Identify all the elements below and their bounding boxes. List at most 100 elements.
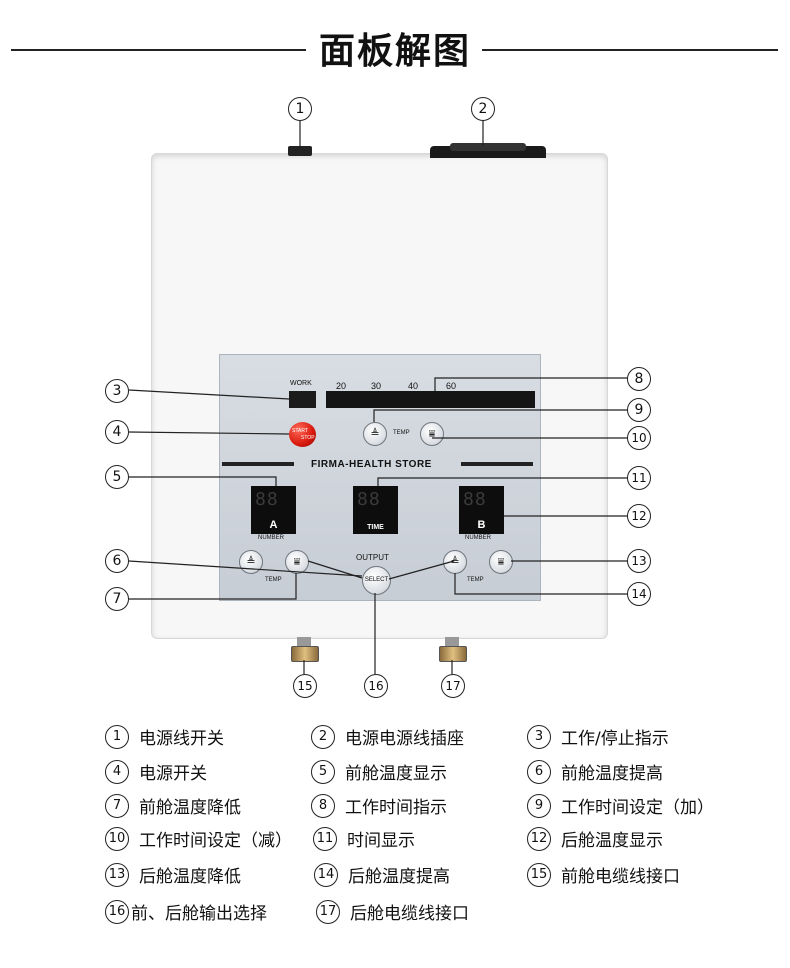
- divider-right: [461, 462, 533, 466]
- time-up-button: ≜: [363, 422, 387, 446]
- legend-item-5: 5 前舱温度显示: [311, 759, 447, 784]
- legend-text: 电源电源线插座: [345, 729, 464, 749]
- temp-label-top: TEMP: [393, 430, 410, 436]
- callout-7: 7: [105, 587, 129, 611]
- front-cable-connector: [291, 646, 319, 662]
- legend-text: 工作时间设定（加）: [561, 798, 714, 818]
- scale-40: 40: [408, 381, 419, 391]
- legend-item-1: 1 电源线开关: [105, 724, 224, 749]
- legend-num: 6: [527, 759, 551, 784]
- legend-text: 前舱温度降低: [139, 798, 241, 818]
- select-button: SELECT: [362, 566, 391, 595]
- display-a-number: NUMBER: [258, 535, 285, 541]
- callout-2: 2: [471, 97, 495, 121]
- power-switch: [288, 146, 312, 156]
- page-title: 面板解图: [318, 31, 471, 72]
- front-temp-up-button: ≜: [239, 550, 263, 574]
- stop-label: STOP: [301, 435, 315, 441]
- display-b-digits: 88: [463, 489, 487, 510]
- legend-item-4: 4 电源开关: [105, 759, 207, 784]
- callout-12: 12: [627, 504, 651, 528]
- legend-item-17: 17 后舱电缆线接口: [316, 899, 469, 924]
- legend-text: 电源开关: [139, 764, 207, 784]
- legend-item-8: 8 工作时间指示: [311, 793, 447, 818]
- store-label: FIRMA-HEALTH STORE: [311, 459, 432, 470]
- legend-item-6: 6 前舱温度提高: [527, 759, 663, 784]
- output-label: OUTPUT: [356, 553, 389, 562]
- legend-num: 4: [105, 759, 129, 784]
- display-a: 88 A: [251, 486, 296, 534]
- legend-item-3: 3 工作/停止指示: [527, 724, 669, 749]
- rear-cable-connector: [439, 646, 467, 662]
- legend-num: 14: [314, 862, 338, 887]
- power-socket-inner: [450, 143, 526, 151]
- legend-num: 16: [105, 899, 129, 924]
- legend-num: 11: [313, 826, 337, 851]
- legend-num: 3: [527, 724, 551, 749]
- legend-text: 电源线开关: [139, 729, 224, 749]
- callout-3: 3: [105, 379, 129, 403]
- legend-text: 工作时间指示: [345, 798, 447, 818]
- callout-11: 11: [627, 466, 651, 490]
- legend-text: 时间显示: [347, 831, 415, 851]
- divider-left: [222, 462, 294, 466]
- legend-num: 15: [527, 862, 551, 887]
- callout-9: 9: [627, 398, 651, 422]
- legend-text: 工作时间设定（减）: [139, 831, 292, 851]
- callout-6: 6: [105, 549, 129, 573]
- legend-item-2: 2 电源电源线插座: [311, 724, 464, 749]
- legend-text: 工作/停止指示: [561, 729, 669, 749]
- work-indicator: [289, 391, 316, 408]
- legend-item-9: 9 工作时间设定（加）: [527, 793, 714, 818]
- callout-14: 14: [627, 582, 651, 606]
- legend-text: 后舱电缆线接口: [350, 904, 469, 924]
- legend-text: 后舱温度提高: [348, 867, 450, 887]
- legend-num: 1: [105, 724, 129, 749]
- legend-item-11: 11 时间显示: [313, 826, 415, 851]
- display-time-digits: 88: [357, 489, 381, 510]
- time-indicator-bar: [326, 391, 535, 408]
- legend-text: 前、后舱输出选择: [131, 904, 267, 924]
- legend-text: 前舱温度显示: [345, 764, 447, 784]
- display-time-label: TIME: [367, 524, 384, 531]
- legend-num: 9: [527, 793, 551, 818]
- rear-temp-down-button: ⩸: [489, 550, 513, 574]
- display-a-label: A: [269, 519, 278, 531]
- legend-item-14: 14 后舱温度提高: [314, 862, 450, 887]
- temp-label-left: TEMP: [265, 577, 282, 583]
- legend-text: 后舱温度降低: [139, 867, 241, 887]
- work-label: WORK: [290, 380, 312, 387]
- legend-num: 5: [311, 759, 335, 784]
- callout-1: 1: [288, 97, 312, 121]
- legend-num: 2: [311, 724, 335, 749]
- display-b-number: NUMBER: [465, 535, 492, 541]
- legend-num: 13: [105, 862, 129, 887]
- legend-text: 前舱电缆线接口: [561, 867, 680, 887]
- legend-text: 前舱温度提高: [561, 764, 663, 784]
- title-rule-right: [482, 49, 778, 51]
- callout-10: 10: [627, 426, 651, 450]
- scale-30: 30: [371, 381, 382, 391]
- legend-text: 后舱温度显示: [561, 831, 663, 851]
- front-temp-down-button: ⩸: [285, 550, 309, 574]
- display-b: 88 B: [459, 486, 504, 534]
- legend-num: 7: [105, 793, 129, 818]
- display-b-label: B: [477, 519, 486, 531]
- legend-item-15: 15 前舱电缆线接口: [527, 862, 680, 887]
- display-a-digits: 88: [255, 489, 279, 510]
- callout-13: 13: [627, 549, 651, 573]
- callout-16: 16: [364, 674, 388, 698]
- callout-17: 17: [441, 674, 465, 698]
- callout-5: 5: [105, 465, 129, 489]
- scale-20: 20: [336, 381, 347, 391]
- legend-num: 17: [316, 899, 340, 924]
- start-label: START: [292, 428, 308, 434]
- legend-num: 8: [311, 793, 335, 818]
- legend-item-13: 13 后舱温度降低: [105, 862, 241, 887]
- temp-label-right: TEMP: [467, 577, 484, 583]
- start-stop-button: START STOP: [289, 422, 316, 447]
- legend-item-7: 7 前舱温度降低: [105, 793, 241, 818]
